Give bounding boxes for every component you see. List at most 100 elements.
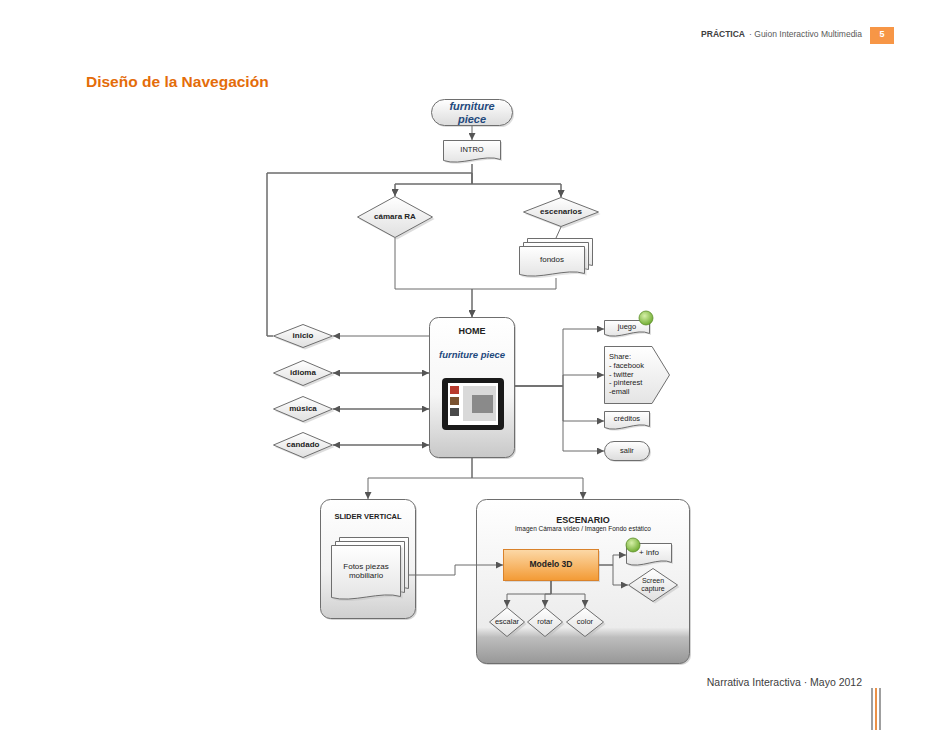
decision-diamond: idioma [273, 360, 333, 386]
connector [599, 565, 628, 585]
node-text-area: inicio [273, 324, 333, 348]
outline-part [605, 347, 670, 404]
outline-part [450, 408, 459, 416]
footer-text: Narrativa Interactiva · Mayo 2012 [707, 676, 862, 688]
outline-part [477, 500, 690, 664]
terminator: furniture piece [431, 99, 513, 126]
outline-part [504, 550, 599, 581]
node-text: - pinterest [609, 379, 642, 388]
connector [333, 336, 429, 337]
node-text: juego [618, 323, 636, 332]
document-box: + info [626, 543, 672, 567]
connector [395, 164, 472, 196]
outline-part [450, 397, 459, 405]
node-text-area: música [273, 396, 333, 422]
decision-diamond: color [566, 607, 604, 637]
connector [472, 164, 561, 197]
connector [472, 126, 473, 140]
header-section: PRÁCTICA [701, 29, 745, 39]
node-text: ESCENARIO [556, 515, 610, 525]
node-text-area: Share:- facebook- twitter- pinterest-ema… [604, 346, 670, 404]
node-text-area: juego [604, 320, 650, 338]
outline-part [528, 608, 563, 637]
decision-diamond: inicio [273, 324, 333, 348]
outline-part [274, 361, 333, 386]
home-screen: HOME furniture piece [429, 317, 515, 458]
node-text: INTRO [460, 146, 483, 155]
node-text: HOME [459, 326, 486, 336]
page-number: 5 [870, 29, 894, 39]
node-text: inicio [293, 331, 314, 340]
node-text-area: cámara RA [357, 196, 433, 238]
header-subtitle: · Guion Interactivo Multimedia [749, 29, 862, 39]
node-text-area: furniture piece [431, 99, 513, 126]
node-text: - twitter [609, 371, 634, 380]
connector [515, 386, 604, 451]
connector [267, 173, 472, 336]
node-text-area: escalar [489, 607, 525, 637]
terminator: salir [604, 441, 650, 461]
green-marker [626, 538, 640, 552]
footer-bar [879, 688, 881, 730]
document-box: INTRO [443, 140, 501, 164]
node-text-area: Screen capture [628, 568, 678, 602]
connector [267, 173, 561, 336]
node-text-area: créditos [604, 411, 650, 431]
node-text-area: Fotos piezas mobiliario [331, 545, 401, 601]
outline-part [432, 100, 513, 126]
node-text: fondos [540, 255, 564, 264]
outline-part [274, 433, 333, 458]
node-text-area: salir [604, 441, 650, 461]
connector [472, 278, 556, 317]
decision-diamond: Screen capture [628, 568, 678, 602]
node-text: color [577, 618, 593, 627]
multi-document: Fotos piezas mobiliario [331, 537, 409, 601]
connector [556, 227, 561, 238]
node-text-area: candado [273, 432, 333, 458]
node-outline [429, 317, 515, 458]
two-way-connector [333, 444, 429, 445]
node-text-area: fondos [519, 246, 585, 278]
node-text: SLIDER VERTICAL [334, 513, 401, 522]
outline-part [605, 442, 650, 461]
outline-part [629, 569, 678, 602]
decision-diamond: candado [273, 432, 333, 458]
outline-part [627, 544, 672, 566]
outline-part [520, 247, 585, 277]
multi-document: fondos [519, 238, 593, 278]
node-text: Imagen Cámara vídeo / Imagen Fondo estát… [515, 525, 651, 532]
scene-box: ESCENARIOImagen Cámara vídeo / Imagen Fo… [476, 499, 690, 664]
node-text: furniture piece [439, 350, 505, 361]
decision-diamond: rotar [527, 607, 563, 637]
document-box: créditos [604, 411, 650, 431]
node-text: idioma [290, 368, 316, 377]
decision-diamond: cámara RA [357, 196, 433, 238]
outline-part [274, 325, 333, 348]
node-text-area: color [566, 607, 604, 637]
outline-part [274, 397, 333, 422]
footer-bar [875, 688, 877, 730]
outline-part [430, 318, 515, 458]
node-text-area: INTRO [443, 140, 501, 164]
green-marker [639, 311, 653, 325]
node-text-area: Modelo 3D [503, 549, 599, 581]
outline-part [450, 386, 459, 394]
connector [545, 581, 551, 607]
node-text: Share: [609, 353, 631, 362]
node-text: -email [609, 388, 629, 397]
outline-part [442, 378, 504, 430]
node-text: rotar [537, 618, 552, 627]
node-text: escalar [495, 618, 519, 627]
node-text: créditos [614, 415, 640, 424]
node-text-area: idioma [273, 360, 333, 386]
outline-part [332, 546, 401, 600]
node-text-area: escenarios [523, 197, 599, 227]
node-text: furniture piece [435, 100, 509, 125]
share-box: Share:- facebook- twitter- pinterest-ema… [604, 346, 670, 404]
connector [551, 581, 585, 607]
connector [515, 386, 604, 421]
outline-part [490, 608, 525, 637]
